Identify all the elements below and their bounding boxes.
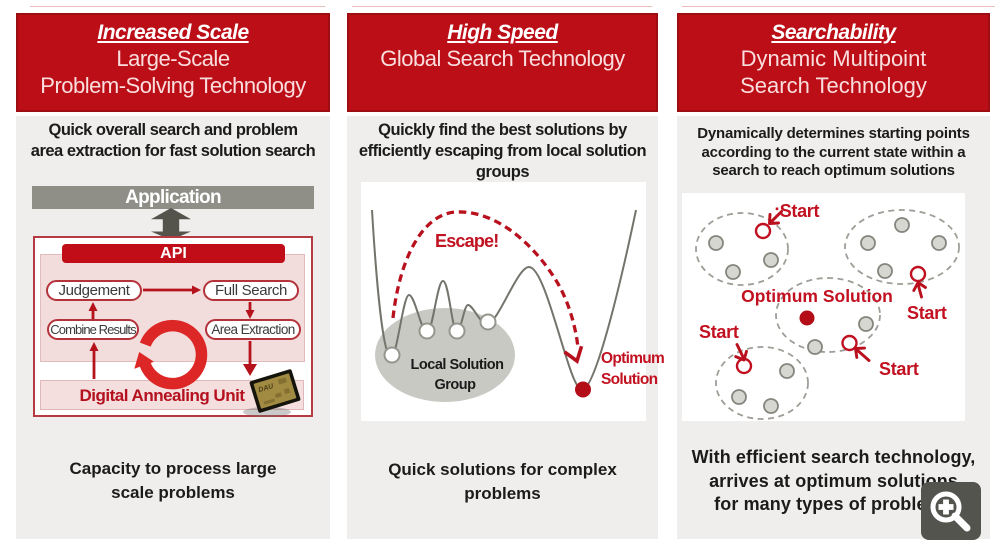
svg-text:Escape!: Escape!: [435, 231, 498, 251]
svg-text:DAU: DAU: [258, 383, 275, 394]
svg-text:Local Solution: Local Solution: [411, 357, 504, 373]
svg-text:Group: Group: [435, 377, 477, 393]
